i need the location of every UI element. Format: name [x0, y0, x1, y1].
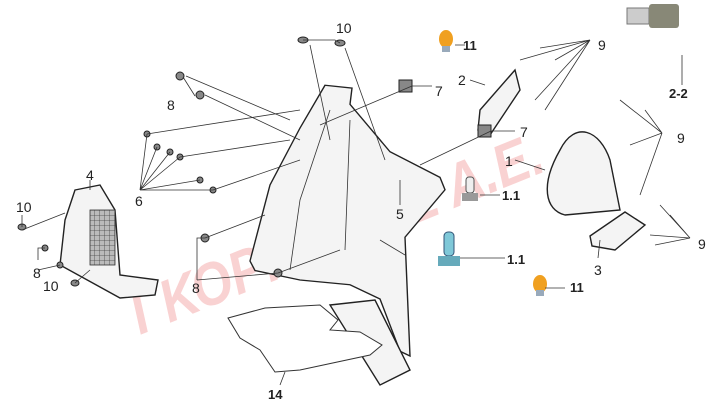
callout-5: 5 [396, 206, 404, 222]
bulb-2-2 [626, 4, 679, 28]
callout-9-top: 9 [598, 37, 606, 53]
callout-1-1-bottom: 1.1 [507, 252, 525, 267]
under-plate-part-14 [227, 304, 383, 373]
turn-signal-part-3 [589, 211, 647, 251]
callout-2: 2 [458, 72, 466, 88]
callout-10-left-bottom: 10 [43, 278, 59, 294]
leader-lines [21, 39, 691, 386]
callout-10-left: 10 [16, 199, 32, 215]
callout-9-bottom: 9 [698, 236, 706, 252]
callout-11-bottom: 11 [570, 280, 584, 295]
callout-4: 4 [86, 167, 94, 183]
headlight-part-1 [546, 131, 621, 216]
callout-10-top: 10 [336, 20, 352, 36]
bulb-1-1-top [462, 176, 478, 201]
grille-mesh [89, 209, 116, 266]
callout-3: 3 [594, 262, 602, 278]
callout-8-bottom: 8 [192, 280, 200, 296]
callout-7-top: 7 [435, 83, 443, 99]
bulb-1-1-bottom [438, 231, 460, 266]
callout-7-mid: 7 [520, 124, 528, 140]
callout-6: 6 [135, 193, 143, 209]
callout-8-left: 8 [33, 265, 41, 281]
callout-9-mid: 9 [677, 130, 685, 146]
callout-2-2: 2-2 [669, 86, 688, 101]
bulb-11-bottom [533, 275, 547, 296]
callout-11-top: 11 [463, 38, 477, 53]
callout-1: 1 [505, 153, 513, 169]
callout-14: 14 [268, 387, 283, 402]
bulb-11-top [439, 30, 453, 52]
callout-1-1-top: 1.1 [502, 188, 520, 203]
callout-8-top: 8 [167, 97, 175, 113]
